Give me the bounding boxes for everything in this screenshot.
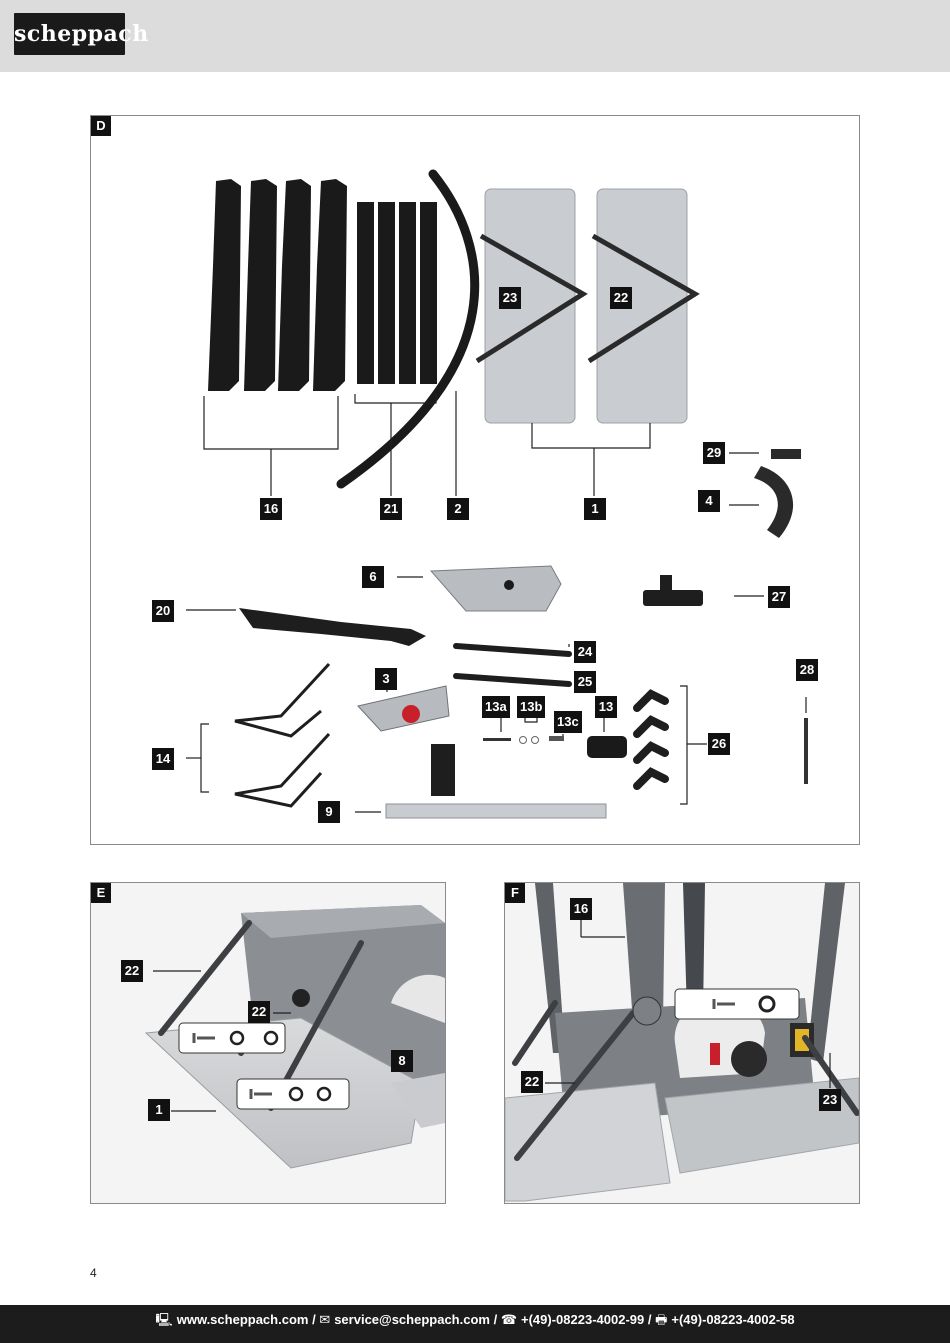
callout-21: 21 [380,498,402,520]
phone-number: +(49)-08223-4002-99 [521,1312,645,1327]
separator: / [644,1312,656,1327]
leg-parts [208,179,347,391]
callout-9: 9 [318,801,340,823]
fax-icon: 🖶 [655,1312,668,1327]
separator: / [489,1312,501,1327]
callout-16: 16 [260,498,282,520]
callout-20: 20 [152,600,174,622]
callout-23: 23 [819,1089,841,1111]
panel-label: E [91,883,111,903]
callout-13c: 13c [554,711,582,733]
callout-13a: 13a [482,696,510,718]
callout-24: 24 [574,641,596,663]
callout-8: 8 [391,1050,413,1072]
callout-3: 3 [375,668,397,690]
page-header: scheppach [0,0,950,72]
callout-13b: 13b [517,696,546,718]
callout-22: 22 [248,1001,270,1023]
figure-panel-f: F 16 22 23 [504,882,860,1204]
assembly-photo-e [91,883,445,1203]
callout-13: 13 [595,696,617,718]
panel-label: D [91,116,111,136]
callout-1: 1 [584,498,606,520]
callout-22: 22 [121,960,143,982]
callout-22: 22 [610,287,632,309]
figure-panel-d: D [90,115,860,845]
page-number: 4 [90,1266,97,1280]
callout-14: 14 [152,748,174,770]
callout-4: 4 [698,490,720,512]
page-footer: 🖳www.scheppach.com / ✉service@scheppach.… [0,1305,950,1343]
callout-22: 22 [521,1071,543,1093]
callout-29: 29 [703,442,725,464]
email-link[interactable]: service@scheppach.com [334,1312,490,1327]
fax-number: +(49)-08223-4002-58 [671,1312,795,1327]
callout-16: 16 [570,898,592,920]
phone-icon: ☎ [500,1312,518,1327]
figure-panel-e: E 22 22 [90,882,446,1204]
computer-icon: 🖳 [155,1312,173,1327]
callout-25: 25 [574,671,596,693]
callout-1: 1 [148,1099,170,1121]
scheppach-logo: scheppach [14,13,148,55]
callout-6: 6 [362,566,384,588]
callout-26: 26 [708,733,730,755]
callout-27: 27 [768,586,790,608]
callout-2: 2 [447,498,469,520]
assembly-photo-f [505,883,859,1203]
website-link[interactable]: www.scheppach.com [176,1312,309,1327]
callout-23: 23 [499,287,521,309]
callout-28: 28 [796,659,818,681]
parts-illustration [186,169,808,819]
envelope-icon: ✉ [319,1312,331,1327]
separator: / [308,1312,320,1327]
panel-label: F [505,883,525,903]
